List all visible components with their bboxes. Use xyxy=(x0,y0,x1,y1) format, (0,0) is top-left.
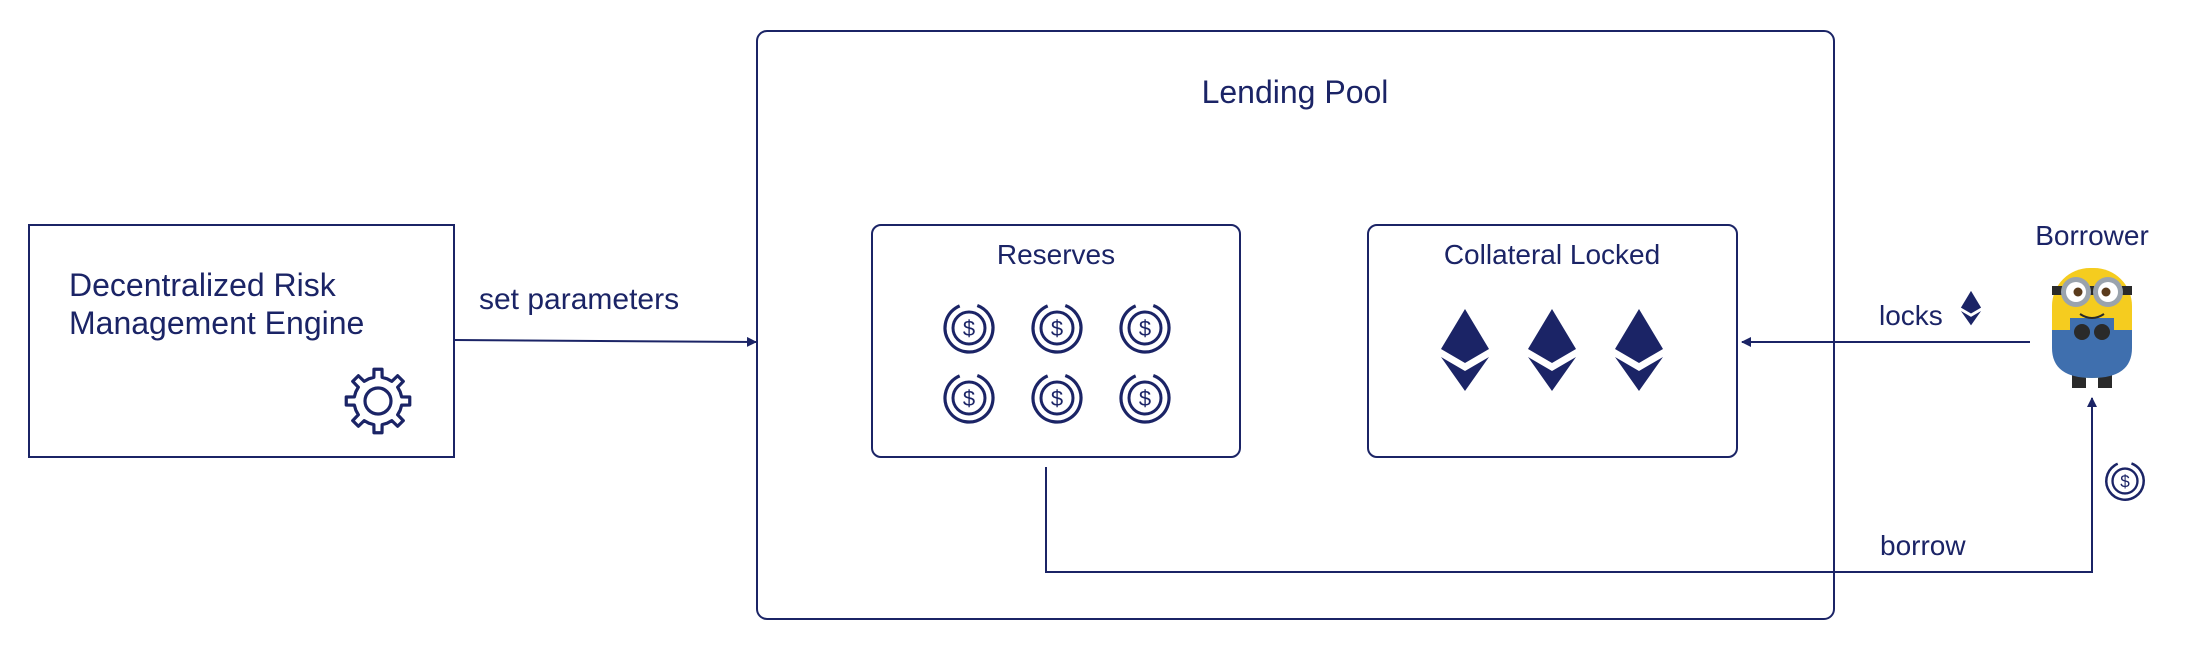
reserves-title: Reserves xyxy=(997,239,1115,270)
ethereum-icon xyxy=(1960,290,1982,326)
set-parameters-label: set parameters xyxy=(479,283,679,316)
collateral-tokens xyxy=(1441,309,1663,391)
risk-engine-node: Decentralized Risk Management Engine xyxy=(28,224,455,458)
collateral-node: Collateral Locked xyxy=(1367,224,1738,458)
risk-engine-title-line2: Management Engine xyxy=(69,305,364,341)
ethereum-icon xyxy=(1528,309,1576,391)
borrower-label: Borrower xyxy=(2035,220,2149,251)
dollar-coin-icon xyxy=(1021,362,1093,434)
dollar-coin-icon xyxy=(1109,292,1181,364)
reserve-coins xyxy=(933,292,1181,434)
gear-icon xyxy=(344,367,412,435)
dollar-coin-icon xyxy=(1109,362,1181,434)
reserves-node: Reserves xyxy=(871,224,1241,458)
lending-pool-node: Lending Pool xyxy=(756,30,1835,620)
ethereum-icon xyxy=(1615,309,1663,391)
dollar-coin-icon xyxy=(933,362,1005,434)
borrow-label: borrow xyxy=(1880,530,1966,561)
collateral-title: Collateral Locked xyxy=(1444,239,1660,270)
set-parameters-arrow xyxy=(453,336,757,347)
dollar-coin-icon xyxy=(2097,453,2153,509)
ethereum-icon xyxy=(1441,309,1489,391)
minion-avatar xyxy=(2052,268,2132,388)
borrow-arrow xyxy=(1045,397,2097,573)
lending-pool-title: Lending Pool xyxy=(1202,74,1389,110)
dollar-coin-icon xyxy=(1021,292,1093,364)
risk-engine-title-line1: Decentralized Risk xyxy=(69,267,337,303)
dollar-coin-icon xyxy=(933,292,1005,364)
locks-label: locks xyxy=(1879,300,1943,331)
